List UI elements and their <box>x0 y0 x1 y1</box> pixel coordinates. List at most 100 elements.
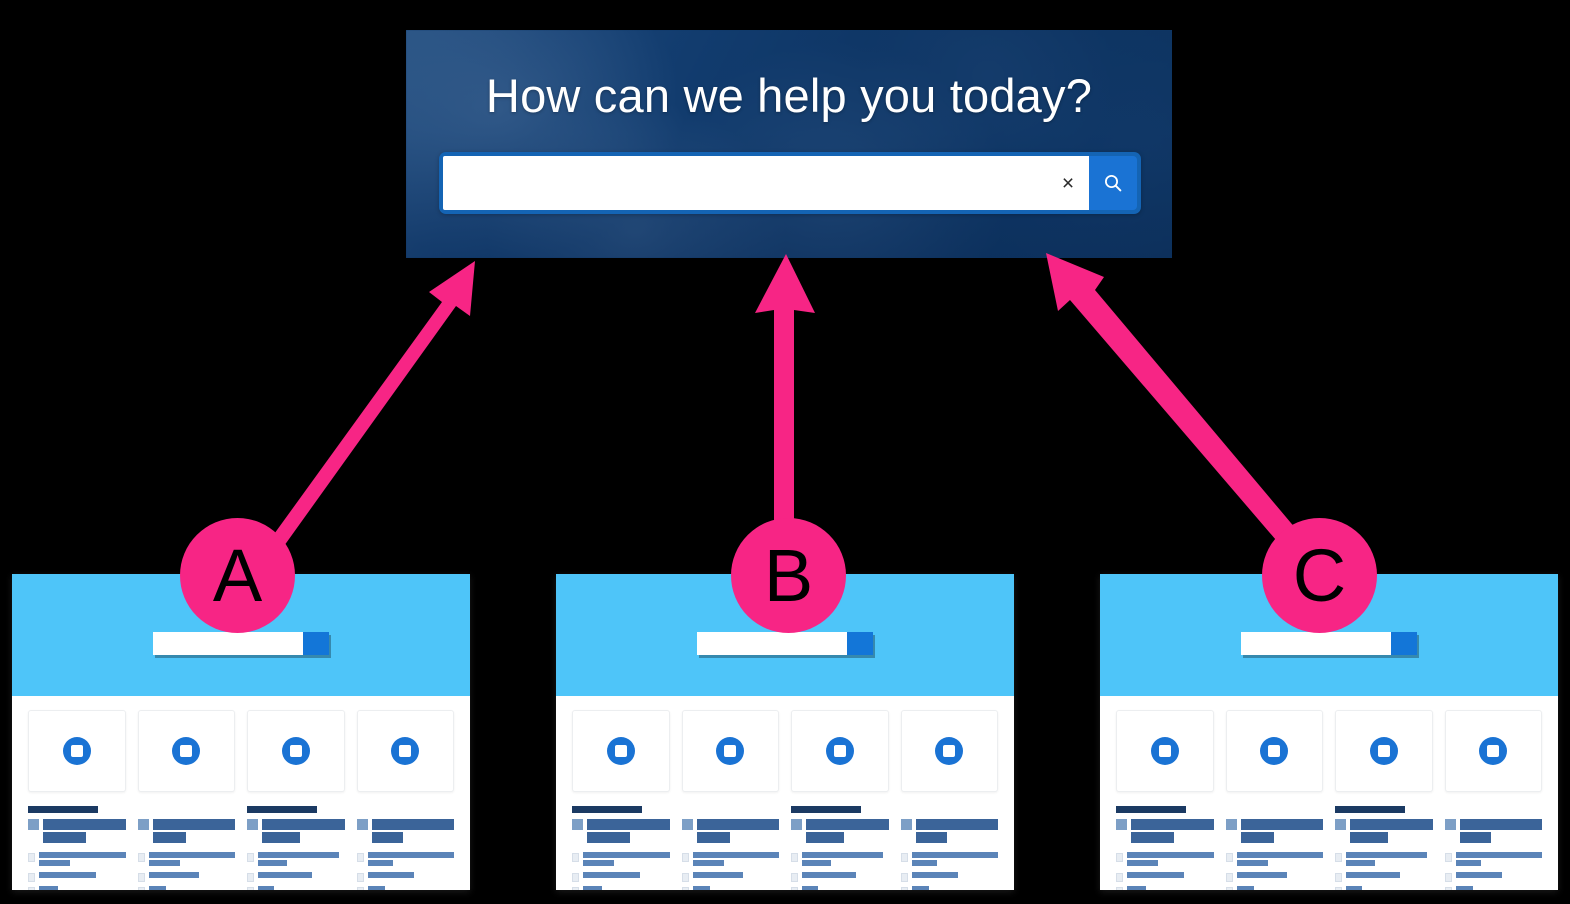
list-item[interactable] <box>247 852 345 868</box>
stop-square-icon <box>606 737 635 765</box>
card-b-tile[interactable] <box>791 710 889 792</box>
list-item[interactable] <box>681 886 780 890</box>
list-item[interactable] <box>1116 852 1214 868</box>
column-title-bar <box>572 806 643 813</box>
list-item[interactable] <box>572 852 670 868</box>
list-item[interactable] <box>681 872 780 882</box>
document-icon <box>1444 873 1452 882</box>
column-header-swatch <box>1444 819 1456 830</box>
card-c-tile[interactable] <box>1116 710 1214 792</box>
document-icon <box>572 887 579 890</box>
list-item[interactable] <box>1444 852 1542 868</box>
list-item[interactable] <box>28 852 126 868</box>
list-item[interactable] <box>137 886 236 890</box>
list-item[interactable] <box>900 852 998 868</box>
card-a-mini-search[interactable] <box>153 632 329 655</box>
list-item[interactable] <box>28 886 126 890</box>
list-item-bars <box>692 872 780 880</box>
search-icon[interactable] <box>1089 156 1137 210</box>
card-c-tile[interactable] <box>1225 710 1323 792</box>
list-item-bars <box>148 872 236 880</box>
list-item[interactable] <box>1225 852 1323 868</box>
card-a-tile[interactable] <box>137 710 235 792</box>
list-item[interactable] <box>572 872 670 882</box>
card-a-tile[interactable] <box>247 710 345 792</box>
list-item[interactable] <box>1116 886 1214 890</box>
screenshot-card-b[interactable] <box>556 574 1014 890</box>
card-c-tile[interactable] <box>1335 710 1433 792</box>
card-b-column <box>791 806 889 890</box>
list-item[interactable] <box>1335 872 1433 882</box>
list-item[interactable] <box>247 886 345 890</box>
column-header-swatch <box>1225 819 1237 830</box>
card-c-columns <box>1116 806 1542 890</box>
card-b-tile[interactable] <box>681 710 779 792</box>
document-icon <box>356 873 364 882</box>
list-item[interactable] <box>1444 872 1543 882</box>
stop-square-icon <box>1260 737 1289 765</box>
list-item[interactable] <box>247 872 345 882</box>
card-c-mini-search[interactable] <box>1241 632 1417 655</box>
card-a-mini-search-button <box>303 632 329 655</box>
card-a-columns <box>28 806 454 890</box>
screenshot-card-c[interactable] <box>1100 574 1558 890</box>
screenshot-card-a[interactable] <box>12 574 470 890</box>
document-icon <box>1444 887 1452 890</box>
list-item-bars <box>1236 852 1323 868</box>
list-item-bars <box>148 886 236 890</box>
list-item-bars <box>802 852 889 868</box>
document-icon <box>681 853 689 862</box>
card-c-column <box>1225 806 1324 890</box>
card-c-tile[interactable] <box>1444 710 1542 792</box>
document-icon <box>247 887 254 890</box>
list-item[interactable] <box>572 886 670 890</box>
list-item[interactable] <box>1335 886 1433 890</box>
list-item-bars <box>1236 886 1324 890</box>
card-c-column <box>1116 806 1214 890</box>
search-input[interactable] <box>443 156 1047 210</box>
list-item[interactable] <box>137 852 235 868</box>
list-item[interactable] <box>28 872 126 882</box>
list-item[interactable] <box>1116 872 1214 882</box>
card-a-column <box>356 806 455 890</box>
document-icon <box>791 873 798 882</box>
list-item[interactable] <box>356 886 455 890</box>
card-a-tile[interactable] <box>28 710 126 792</box>
list-item[interactable] <box>791 886 889 890</box>
card-c-column <box>1444 806 1543 890</box>
column-title-bar <box>1335 806 1406 813</box>
document-icon <box>1116 853 1123 862</box>
list-item[interactable] <box>1225 872 1324 882</box>
list-item[interactable] <box>137 872 236 882</box>
card-a-tile[interactable] <box>356 710 454 792</box>
card-b-tile[interactable] <box>900 710 998 792</box>
list-item[interactable] <box>900 886 999 890</box>
card-b-mini-search[interactable] <box>697 632 873 655</box>
document-icon <box>900 873 908 882</box>
document-icon <box>1335 887 1342 890</box>
card-c-mini-search-button <box>1391 632 1417 655</box>
list-item[interactable] <box>1444 886 1543 890</box>
list-item[interactable] <box>791 872 889 882</box>
card-a-tiles <box>28 710 454 792</box>
column-header-bars <box>152 819 235 845</box>
list-item-bars <box>1127 872 1214 880</box>
card-b-tile[interactable] <box>572 710 670 792</box>
list-item[interactable] <box>356 852 454 868</box>
column-header-swatch <box>28 819 39 830</box>
list-item[interactable] <box>791 852 889 868</box>
card-a-column <box>137 806 236 890</box>
page-title: How can we help you today? <box>485 69 1093 122</box>
list-item[interactable] <box>1225 886 1324 890</box>
card-a-mini-search-field <box>153 632 303 655</box>
close-icon[interactable]: × <box>1047 156 1089 210</box>
list-item[interactable] <box>356 872 455 882</box>
document-icon <box>356 853 364 862</box>
column-header-bars <box>371 819 454 845</box>
document-icon <box>1116 873 1123 882</box>
list-item[interactable] <box>900 872 999 882</box>
list-item[interactable] <box>681 852 779 868</box>
list-item[interactable] <box>1335 852 1433 868</box>
column-header-bars <box>43 819 126 845</box>
card-a-body <box>12 696 470 890</box>
